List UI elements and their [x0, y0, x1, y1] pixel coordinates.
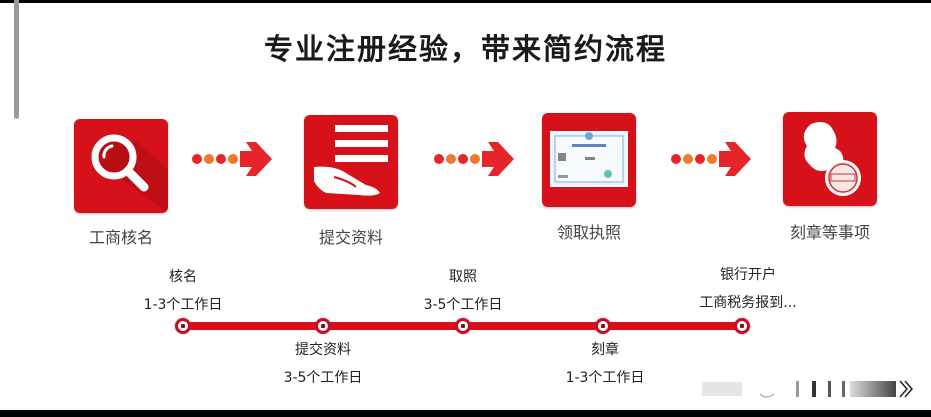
timeline-milestone-stamp: 刻章 1-3个工作日	[525, 340, 685, 388]
milestone-duration: 1-3个工作日	[565, 370, 645, 386]
dotted-arrow-icon	[671, 142, 751, 176]
step-card-submit-documents	[304, 115, 398, 209]
step-label: 提交资料	[318, 228, 383, 247]
milestone-duration: 工商税务报到...	[699, 295, 797, 311]
milestone-name: 提交资料	[295, 342, 351, 358]
timeline-milestone-license: 取照 3-5个工作日	[383, 267, 543, 315]
timeline-milestone-name-check: 核名 1-3个工作日	[103, 267, 263, 315]
milestone-name: 银行开户	[720, 267, 776, 283]
timeline-node	[455, 318, 471, 334]
magnifier-icon	[91, 134, 168, 213]
step-card-stamp	[783, 112, 877, 206]
milestone-duration: 3-5个工作日	[283, 370, 363, 386]
page-title: 专业注册经验，带来简约流程	[263, 32, 667, 66]
milestone-name: 核名	[169, 269, 197, 285]
stamp-icon	[803, 122, 861, 196]
timeline-node	[595, 318, 611, 334]
dotted-arrow-icon	[192, 142, 272, 176]
milestone-duration: 1-3个工作日	[143, 297, 223, 313]
step-label: 领取执照	[556, 223, 621, 242]
milestone-duration: 3-5个工作日	[423, 297, 503, 313]
top-frame-border	[0, 0, 931, 3]
timeline-milestone-bank: 银行开户 工商税务报到...	[668, 265, 828, 313]
vertical-scrollbar[interactable]	[14, 0, 19, 119]
step-label: 工商核名	[88, 228, 153, 247]
timeline-milestone-submit: 提交资料 3-5个工作日	[243, 340, 403, 388]
milestone-name: 刻章	[591, 342, 619, 358]
timeline-node	[315, 318, 331, 334]
watermark-icon	[702, 380, 913, 398]
bottom-frame-border	[0, 410, 931, 417]
milestone-name: 取照	[449, 269, 477, 285]
step-card-name-check	[74, 119, 168, 213]
timeline-node	[734, 318, 750, 334]
dotted-arrow-icon	[434, 142, 514, 176]
step-card-get-license	[542, 113, 636, 207]
business-license-icon	[550, 131, 628, 187]
hand-document-icon	[314, 125, 388, 196]
step-label: 刻章等事项	[789, 223, 870, 242]
timeline-node	[175, 318, 191, 334]
